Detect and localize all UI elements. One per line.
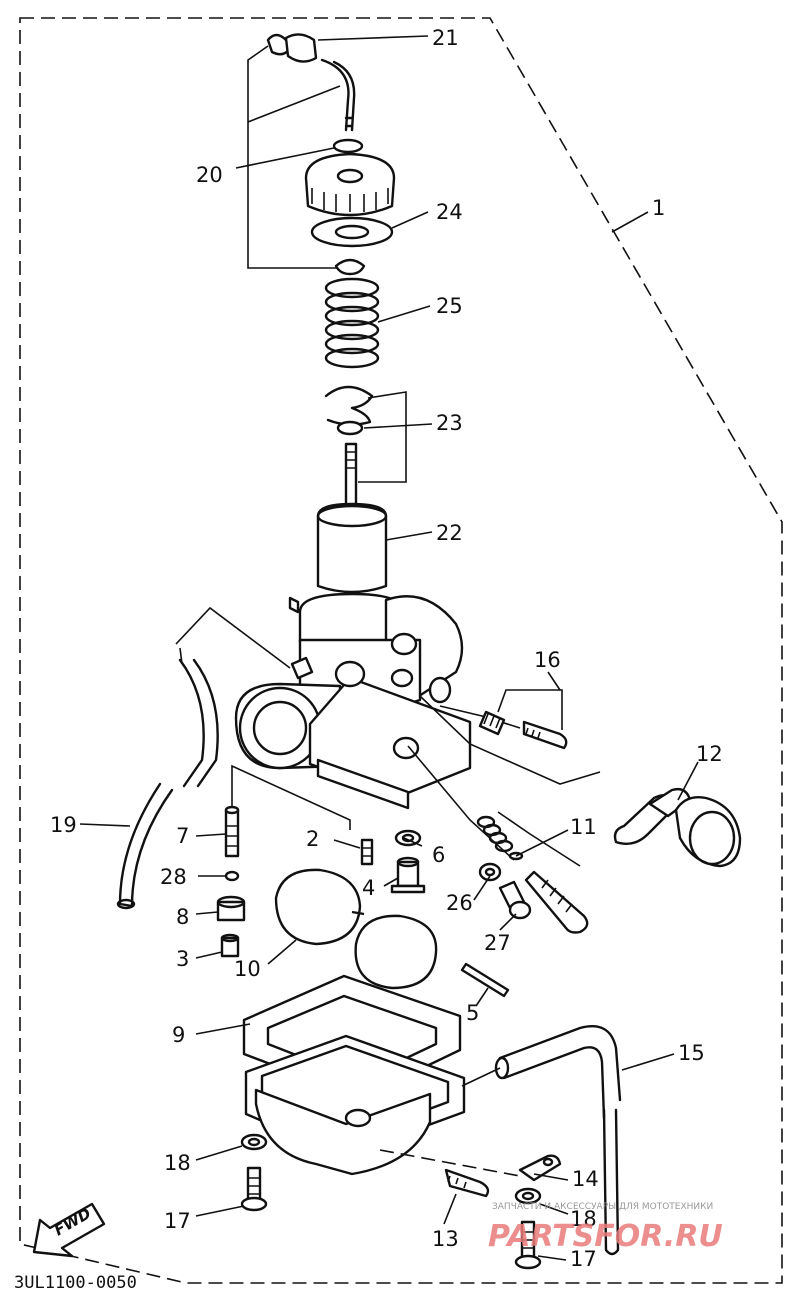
- callout-17-right: 17: [570, 1247, 597, 1271]
- chamber-overflow-line: [461, 1067, 501, 1087]
- jet-bracket-line: [231, 764, 351, 830]
- idle-screw-line: [407, 745, 515, 861]
- callout-7: 7: [176, 824, 189, 848]
- callout-2: 2: [306, 827, 319, 851]
- o-ring-28: [224, 870, 240, 882]
- mixing-chamber-top: [304, 152, 396, 217]
- gasket-24: [310, 216, 394, 248]
- float-pin-5: [460, 962, 510, 998]
- callout-14: 14: [572, 1167, 599, 1191]
- clip-top: [334, 258, 366, 276]
- callout-24: 24: [436, 200, 463, 224]
- throttle-stop-spring: [476, 815, 514, 853]
- callout-11: 11: [570, 815, 597, 839]
- chamber-pipe-line: [379, 1149, 521, 1177]
- cable-bracket-lines: [247, 45, 341, 269]
- callout-12: 12: [696, 742, 723, 766]
- screw-17-left: [240, 1166, 268, 1212]
- callout-9: 9: [172, 1023, 185, 1047]
- body-guide-lines: [175, 606, 291, 669]
- bracket-14: [518, 1154, 562, 1182]
- hose-15: [494, 1025, 622, 1256]
- float-10: [274, 868, 438, 990]
- diagram-code: 3UL1100-0050: [14, 1273, 137, 1293]
- callout-10: 10: [234, 957, 261, 981]
- assembly-boundary: [19, 17, 783, 1284]
- callout-8: 8: [176, 905, 189, 929]
- watermark-brand: PARTSFOR.RU: [488, 1219, 723, 1254]
- throttle-valve-22: [316, 502, 388, 594]
- callout-22: 22: [436, 521, 463, 545]
- washer-20: [332, 138, 364, 154]
- callout-4: 4: [362, 876, 375, 900]
- callout-16: 16: [534, 648, 561, 672]
- starter-plunger-12: [613, 787, 742, 868]
- washer-26: [478, 862, 502, 882]
- pilot-jet-2: [360, 838, 374, 866]
- callout-25: 25: [436, 294, 463, 318]
- callout-1: 1: [652, 196, 665, 220]
- pilot-screw-line: [439, 705, 521, 729]
- screw-17-right: [514, 1220, 542, 1270]
- callout-18-left: 18: [164, 1151, 191, 1175]
- float-chamber: [244, 1034, 466, 1176]
- callout-26: 26: [446, 891, 473, 915]
- hose-19: [116, 658, 219, 910]
- washer-18-left: [240, 1133, 268, 1151]
- carburetor-body: [234, 592, 472, 810]
- spring-25: [324, 277, 380, 369]
- leader-lines: [79, 35, 699, 1261]
- washer-6: [394, 829, 422, 847]
- callout-15: 15: [678, 1041, 705, 1065]
- callout-labels: 21 20 24 1 25 23 22 16 12 11 19 7 2 6 28…: [50, 26, 723, 1271]
- air-screw-27: [498, 880, 532, 920]
- callout-18-right: 18: [570, 1207, 597, 1231]
- callout-6: 6: [432, 843, 445, 867]
- callout-20: 20: [196, 163, 223, 187]
- clip-23: [336, 420, 364, 436]
- bracket-11: [497, 811, 581, 867]
- callout-28: 28: [160, 865, 187, 889]
- drain-screw-13: [444, 1168, 490, 1198]
- needle-retainer: [324, 385, 374, 426]
- needle-bracket-lines: [358, 391, 407, 483]
- washer-18-right: [514, 1187, 542, 1205]
- watermark-tagline: ЗАПЧАСТИ И АКСЕССУАРЫ ДЛЯ МОТОТЕХНИКИ: [492, 1202, 713, 1212]
- bracket-16: [497, 689, 563, 730]
- fwd-arrow: FWD: [32, 1202, 106, 1258]
- callout-19: 19: [50, 813, 77, 837]
- needle-jet-7: [224, 805, 240, 858]
- starter-plunger-line: [419, 695, 601, 785]
- callout-17-left: 17: [164, 1209, 191, 1233]
- cable-adjuster-21: [266, 33, 356, 132]
- callout-5: 5: [466, 1001, 479, 1025]
- holder-8: [216, 895, 246, 922]
- callout-27: 27: [484, 931, 511, 955]
- pilot-screw-16: [478, 710, 568, 750]
- valve-seat-4: [390, 856, 426, 894]
- callout-23: 23: [436, 411, 463, 435]
- callout-3: 3: [176, 947, 189, 971]
- callout-13: 13: [432, 1227, 459, 1251]
- throttle-stop-screw-11: [508, 851, 589, 934]
- main-jet-3: [220, 933, 240, 958]
- callout-21: 21: [432, 26, 459, 50]
